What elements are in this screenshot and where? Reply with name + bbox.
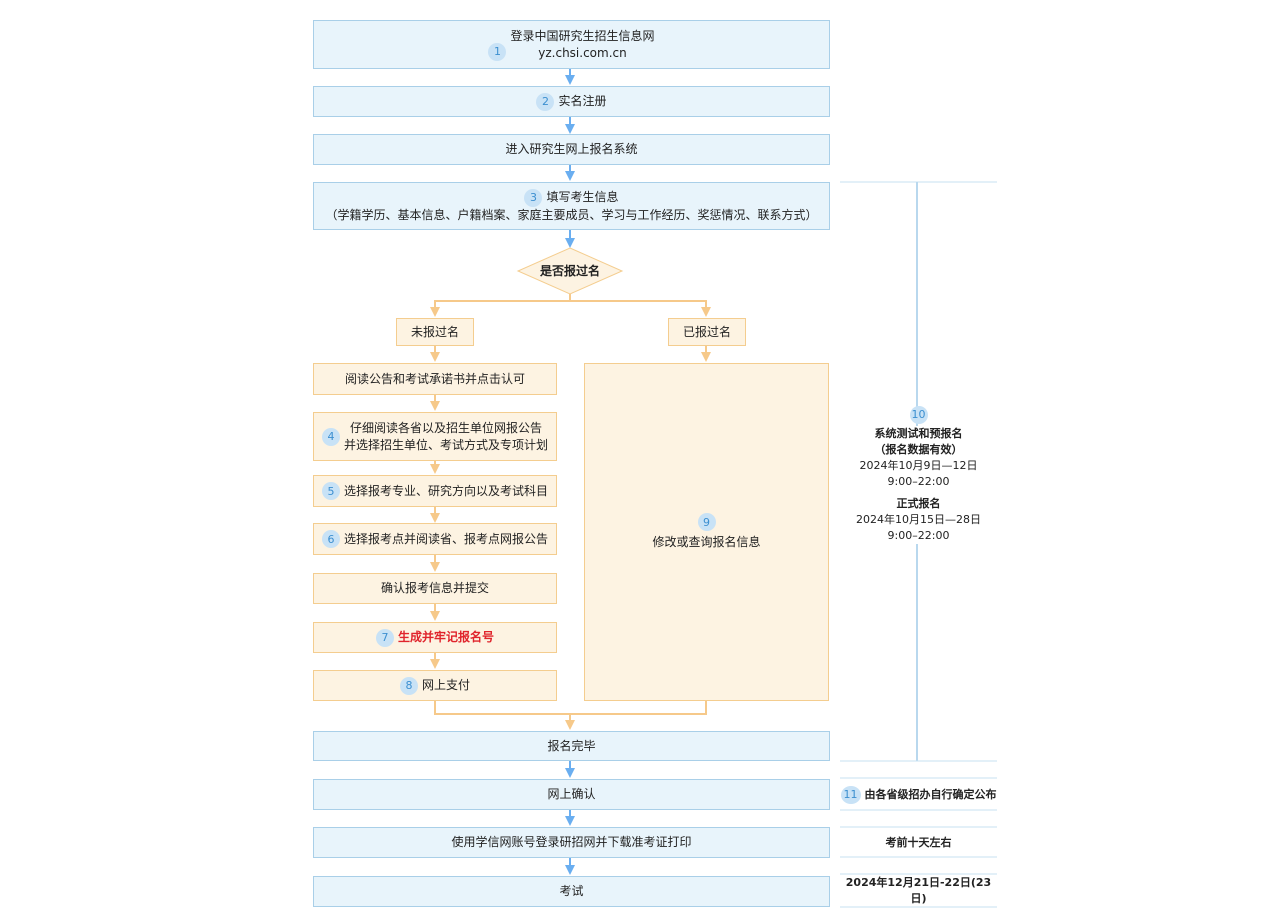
step-online-payment-label: 网上支付 [421,678,470,692]
merge-line [434,701,707,715]
step-online-confirm: 网上确认 [313,779,830,810]
step-exam: 考试 [313,876,830,907]
step-done: 报名完毕 [313,731,830,761]
step-exam-label: 考试 [559,884,584,898]
step-select-unit: 4 仔细阅读各省以及招生单位网报公告 并选择招生单位、考试方式及专项计划 [313,412,557,461]
side-pre-registration-note: （报名数据有效） [874,443,963,456]
step-fill-info: 3 填写考生信息 （学籍学历、基本信息、户籍档案、家庭主要成员、学习与工作经历、… [313,182,830,230]
step-online-payment: 8 网上支付 [313,670,557,701]
step-login-title: 登录中国研究生招生信息网 [510,28,655,43]
side-registration-period: 10 系统测试和预报名 （报名数据有效） 2024年10月9日—12日 9:00… [840,406,997,544]
branch-registered: 已报过名 [668,318,746,346]
step-select-site: 6 选择报考点并阅读省、报考点网报公告 [313,523,557,555]
step-select-site-label: 选择报考点并阅读省、报考点网报公告 [343,531,548,546]
side-formal-registration-time: 9:00–22:00 [887,529,950,542]
step-register-label: 实名注册 [558,94,607,108]
decision-label: 是否报过名 [539,263,600,278]
step-enter-system-label: 进入研究生网上报名系统 [505,142,638,156]
side-online-confirm-label: 由各省级招办自行确定公布 [864,788,997,801]
step-number-badge: 6 [321,530,340,548]
branch-not-registered: 未报过名 [396,318,474,346]
step-number-badge: 2 [536,92,555,111]
step-register: 2 实名注册 [313,86,830,117]
step-number-badge: 5 [321,482,340,500]
step-confirm-submit-label: 确认报考信息并提交 [380,581,489,595]
step-print-ticket: 使用学信网账号登录研招网并下载准考证打印 [313,827,830,858]
side-formal-registration-title: 正式报名 [896,497,941,510]
step-confirm-submit: 确认报考信息并提交 [313,573,557,604]
step-read-notice-label: 阅读公告和考试承诺书并点击认可 [344,371,525,386]
side-pre-registration-title: 系统测试和预报名 [874,427,963,440]
step-fill-info-title: 填写考生信息 [546,190,619,204]
step-number-badge: 10 [909,406,928,424]
step-select-major-label: 选择报考专业、研究方向以及考试科目 [343,483,548,498]
branch-registered-label: 已报过名 [682,324,731,339]
side-online-confirm-note: 11 由各省级招办自行确定公布 [840,786,997,804]
step-modify-query: 9 修改或查询报名信息 [584,363,829,701]
step-done-label: 报名完毕 [547,738,596,753]
step-login-url: yz.chsi.com.cn [538,45,627,60]
step-generate-number-label: 生成并牢记报名号 [397,630,494,644]
side-pre-registration-date: 2024年10月9日—12日 [859,459,978,472]
step-read-notice: 阅读公告和考试承诺书并点击认可 [313,363,557,395]
step-select-unit-line2: 并选择招生单位、考试方式及专项计划 [343,437,548,452]
side-print-time: 考前十天左右 [885,836,952,849]
step-generate-number: 7 生成并牢记报名号 [313,622,557,653]
step-number-badge: 11 [840,786,861,804]
arrow-branch-yes [570,300,711,317]
step-online-confirm-label: 网上确认 [547,787,596,801]
side-exam-date: 2024年12月21日-22日(23日) [845,876,992,905]
step-login: 1 登录中国研究生招生信息网 yz.chsi.com.cn [313,20,830,69]
step-number-badge: 1 [488,42,507,61]
step-modify-query-label: 修改或查询报名信息 [652,535,761,549]
step-number-badge: 4 [321,427,340,446]
step-print-ticket-label: 使用学信网账号登录研招网并下载准考证打印 [451,835,692,849]
step-number-badge: 9 [697,513,716,531]
step-number-badge: 8 [399,676,418,695]
step-number-badge: 7 [375,628,394,647]
step-select-major: 5 选择报考专业、研究方向以及考试科目 [313,475,557,507]
side-formal-registration-date: 2024年10月15日—28日 [856,513,981,526]
decision-diamond [516,247,624,295]
step-fill-info-detail: （学籍学历、基本信息、户籍档案、家庭主要成员、学习与工作经历、奖惩情况、联系方式… [325,207,818,222]
step-enter-system: 进入研究生网上报名系统 [313,134,830,165]
side-pre-registration-time: 9:00–22:00 [887,475,950,488]
arrow-branch-no [430,294,571,317]
step-number-badge: 3 [524,188,543,207]
branch-not-registered-label: 未报过名 [410,324,459,339]
step-select-unit-line1: 仔细阅读各省以及招生单位网报公告 [349,420,542,435]
